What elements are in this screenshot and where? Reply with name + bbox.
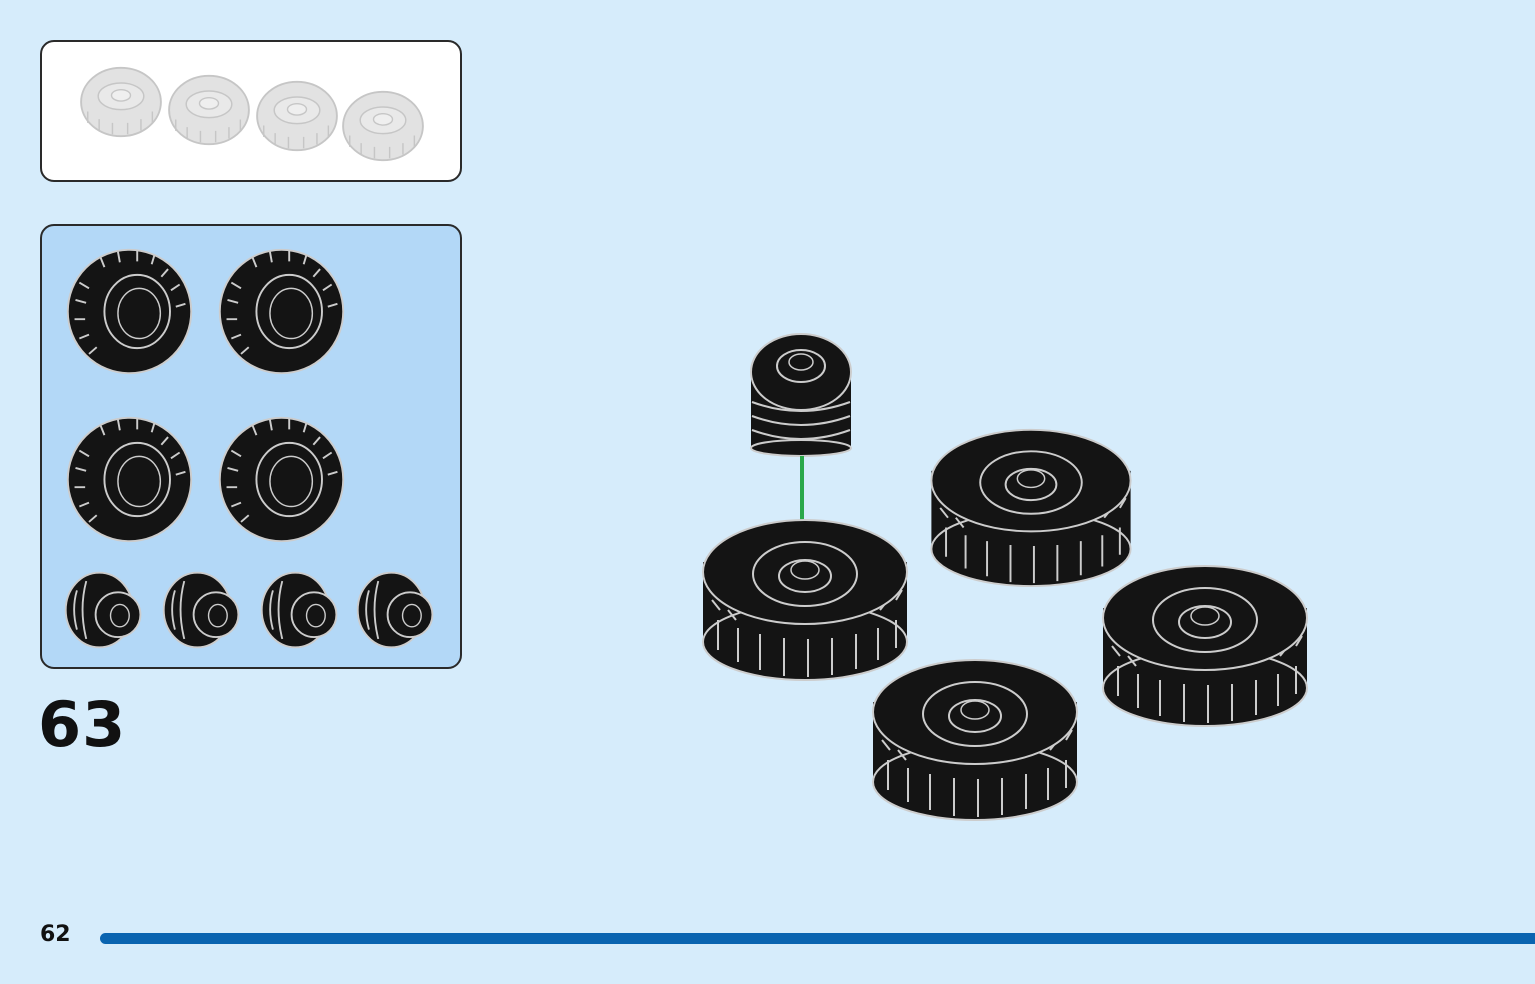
step-number: 63: [38, 688, 127, 761]
tire-ghost-icon: [78, 64, 164, 140]
tire-ghost-icon: [340, 88, 426, 164]
wheel-rim-icon: [160, 568, 244, 652]
tire-icon: [62, 244, 197, 379]
tire-icon: [870, 652, 1080, 822]
assembly-illustration: [690, 330, 1330, 850]
wheel-rim-icon: [62, 568, 146, 652]
wheel-rim-icon: [258, 568, 342, 652]
page-progress-bar: [100, 933, 1535, 944]
tire-icon: [1100, 558, 1310, 728]
wheel-rim-icon: [354, 568, 438, 652]
parts-list-panel: [40, 224, 462, 669]
tire-icon: [214, 244, 349, 379]
page-number: 62: [40, 922, 71, 947]
result-preview-panel: [40, 40, 462, 182]
tire-icon: [62, 412, 197, 547]
tire-icon: [214, 412, 349, 547]
tire-ghost-icon: [166, 72, 252, 148]
tire-ghost-icon: [254, 78, 340, 154]
wheel-rim-icon: [750, 333, 852, 457]
